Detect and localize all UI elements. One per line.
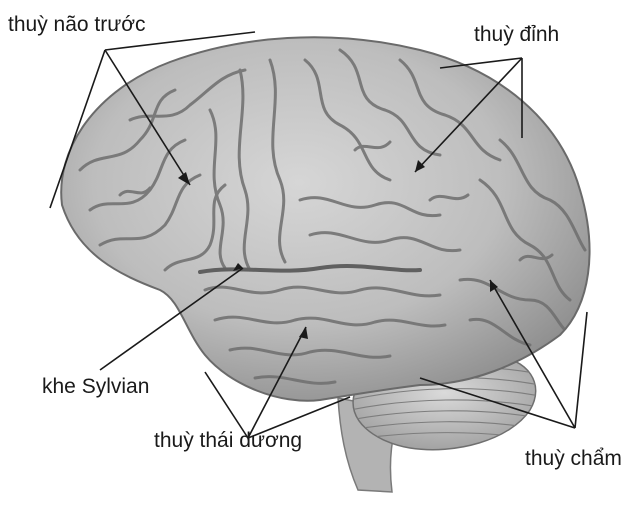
label-occipital-lobe: thuỳ chẩm bbox=[525, 448, 622, 469]
label-temporal-lobe: thuỳ thái dương bbox=[154, 430, 302, 451]
label-sylvian-fissure: khe Sylvian bbox=[42, 376, 149, 397]
leader-occipital-2 bbox=[575, 312, 587, 428]
label-frontal-lobe: thuỳ não trước bbox=[8, 14, 146, 35]
label-parietal-lobe: thuỳ đỉnh bbox=[474, 24, 559, 45]
cerebrum bbox=[61, 37, 589, 401]
